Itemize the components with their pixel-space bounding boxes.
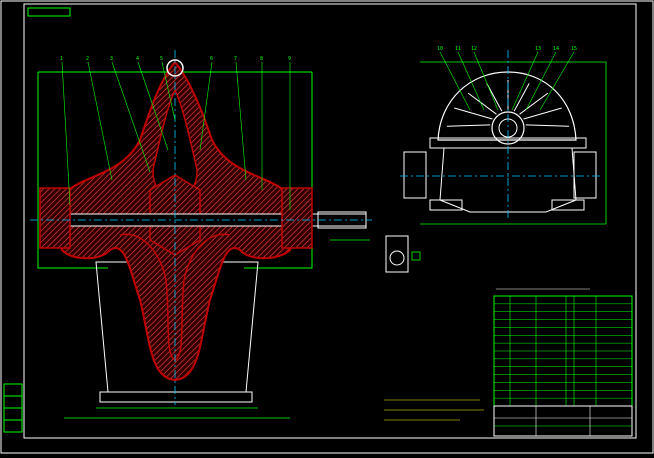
pump-base-plate <box>99 391 253 403</box>
casing-rib <box>454 107 493 120</box>
part-balloon-5: 5 <box>160 56 163 62</box>
side-balloon-10: 10 <box>437 46 443 52</box>
leader-line <box>199 61 213 151</box>
leader-line <box>61 61 71 206</box>
casing-rib <box>513 83 530 112</box>
part-balloon-1: 1 <box>60 56 63 62</box>
side-bearing-circle <box>491 111 525 145</box>
leader-line <box>137 61 169 151</box>
casing-rib <box>523 107 562 120</box>
detail-circle <box>389 250 405 266</box>
casing-rib <box>525 124 570 127</box>
detail-box <box>411 251 421 261</box>
main-balloon-group: 1 2 3 4 5 6 7 8 9 <box>60 56 291 210</box>
discharge-flange <box>573 151 597 199</box>
side-balloon-14: 14 <box>553 46 559 52</box>
side-balloon-group: 10 11 12 13 14 15 <box>437 46 577 111</box>
part-balloon-9: 9 <box>288 56 291 62</box>
main-outline-left <box>37 72 108 269</box>
side-leader-line <box>525 51 557 111</box>
main-outline-right <box>244 72 313 269</box>
part-balloon-8: 8 <box>260 56 263 62</box>
side-leader-line <box>439 51 471 111</box>
detail-key-section <box>385 235 409 273</box>
lifting-eye <box>166 59 184 77</box>
casing-rib <box>519 92 549 115</box>
leader-line <box>87 61 113 181</box>
part-balloon-2: 2 <box>86 56 89 62</box>
side-outline <box>420 61 607 224</box>
side-balloon-11: 11 <box>455 46 461 52</box>
leader-line <box>235 61 247 181</box>
side-foot-right <box>551 199 585 211</box>
notes-block <box>384 399 484 421</box>
side-foot-left <box>429 199 463 211</box>
side-leader-line <box>539 51 575 111</box>
casing-rib <box>486 83 503 112</box>
casing-rib <box>467 92 497 115</box>
side-leader-line <box>457 51 485 111</box>
side-balloon-15: 15 <box>571 46 577 52</box>
casing-rib <box>446 124 491 127</box>
bearing-housing-left <box>39 187 71 249</box>
side-casing-dome <box>437 71 577 141</box>
part-balloon-4: 4 <box>136 56 139 62</box>
part-balloon-3: 3 <box>110 56 113 62</box>
suction-flange <box>403 151 427 199</box>
top-left-tag <box>27 7 71 17</box>
side-view: 10 11 12 13 14 15 <box>400 46 607 225</box>
side-balloon-13: 13 <box>535 46 541 52</box>
bearing-housing-right <box>281 187 313 249</box>
part-balloon-6: 6 <box>210 56 213 62</box>
drawing-border <box>23 3 637 439</box>
parts-list-table <box>493 295 633 437</box>
title-block-border <box>493 405 633 437</box>
side-leader-line <box>473 51 499 111</box>
detail-view <box>385 235 421 273</box>
leader-line <box>111 61 151 173</box>
part-balloon-7: 7 <box>234 56 237 62</box>
leader-line <box>161 61 176 121</box>
main-section-view: 1 2 3 4 5 6 7 8 9 <box>30 50 372 419</box>
parts-rows <box>494 303 632 399</box>
side-leader-line <box>511 51 539 111</box>
side-balloon-12: 12 <box>471 46 477 52</box>
